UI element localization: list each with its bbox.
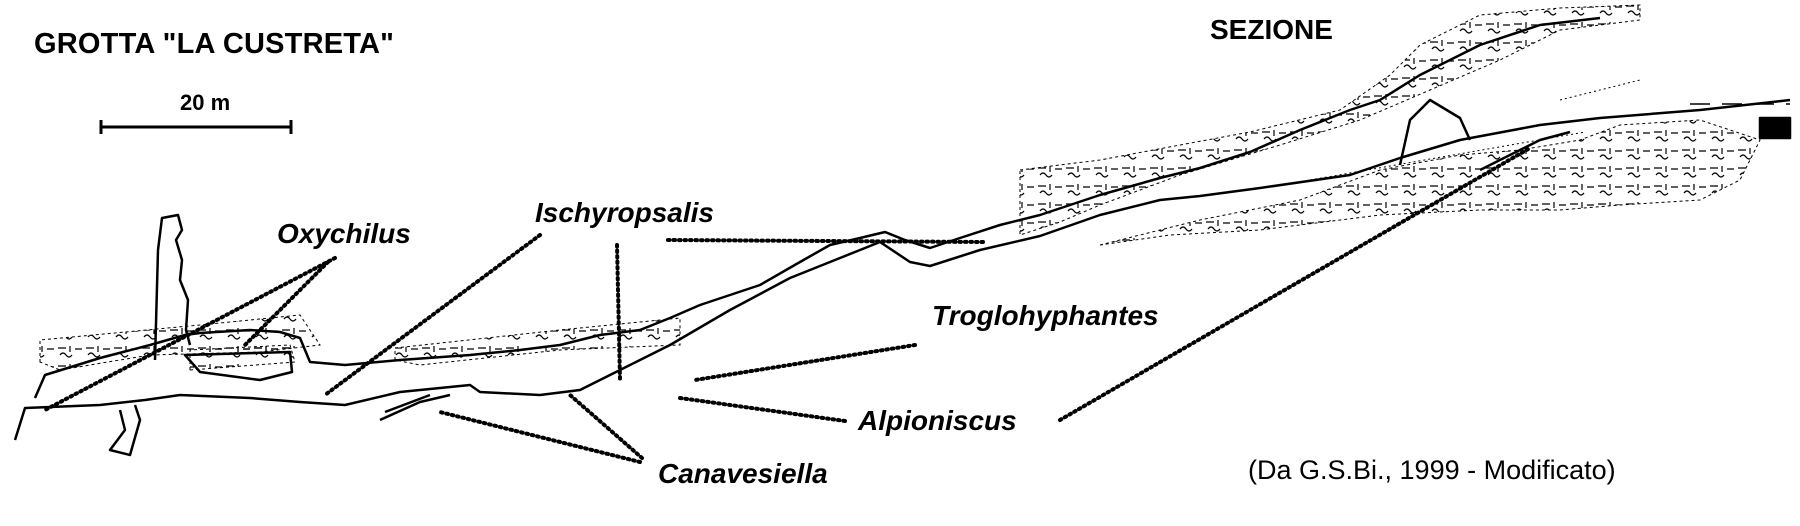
upper-gallery: [1398, 98, 1571, 172]
leader-canavesiella-1: [438, 410, 642, 464]
leader-alpioniscus-1: [678, 396, 847, 423]
lower-branch: [108, 404, 142, 457]
side-chamber: [183, 350, 294, 382]
leader-ischyropsalis-1: [323, 233, 542, 397]
section-label: SEZIONE: [1210, 14, 1333, 45]
cave-outline: [13, 16, 1792, 457]
scale-bar: [99, 120, 293, 134]
source-credit: (Da G.S.Bi., 1999 - Modificato): [1248, 455, 1616, 485]
leader-alpioniscus-2: [1058, 146, 1532, 422]
leader-ischyropsalis-2: [615, 243, 622, 382]
cave-floor: [13, 98, 1791, 441]
leader-ischyropsalis-3: [666, 238, 987, 244]
label-oxychilus: Oxychilus: [277, 218, 411, 249]
leader-troglohyphantes: [693, 343, 917, 382]
cave-ceiling: [33, 16, 1601, 399]
leader-oxychilus-2: [243, 260, 330, 347]
label-ischyropsalis: Ischyropsalis: [535, 197, 714, 228]
scale-label: 20 m: [180, 90, 231, 115]
label-canavesiella: Canavesiella: [658, 458, 828, 489]
lower-passage: [379, 393, 451, 422]
survey-line: [1309, 79, 1641, 181]
diagram-title: GROTTA "LA CUSTRETA": [34, 28, 395, 60]
leader-canavesiella-2: [568, 393, 644, 460]
leader-lines: [43, 146, 1532, 464]
label-alpioniscus: Alpioniscus: [858, 405, 1017, 436]
entrance-shaft: [153, 213, 192, 361]
leader-oxychilus-1: [43, 256, 337, 412]
label-troglohyphantes: Troglohyphantes: [932, 300, 1159, 331]
